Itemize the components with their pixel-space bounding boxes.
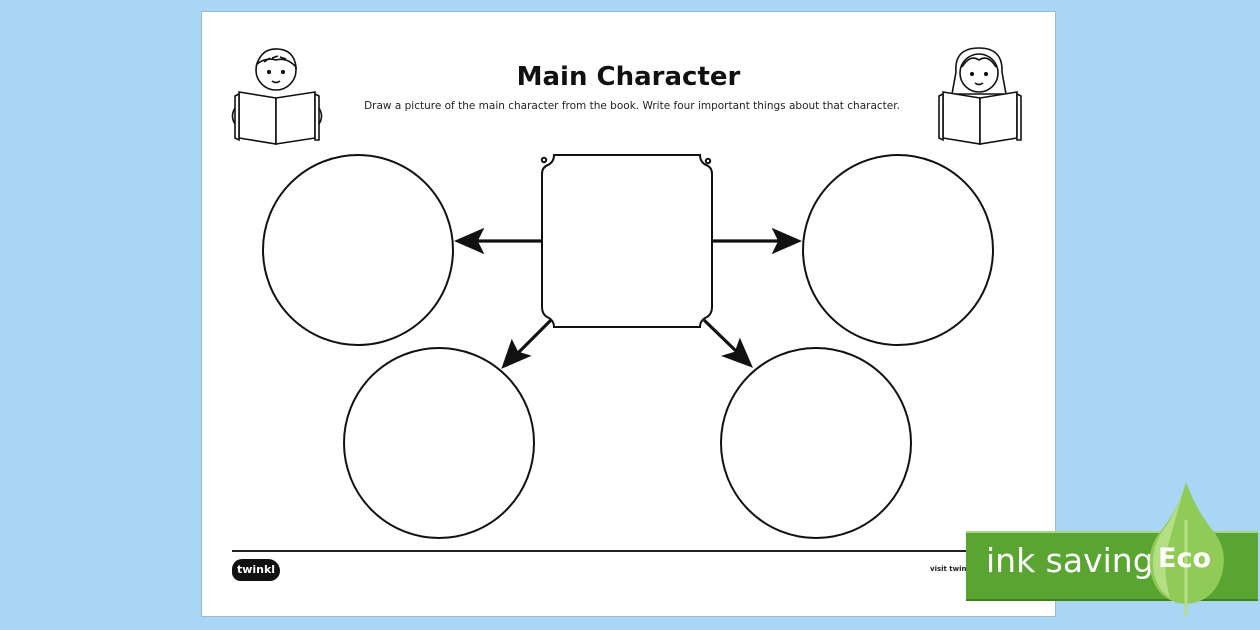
reading-boy-icon bbox=[231, 48, 323, 145]
trait-circle-bottom-left bbox=[343, 347, 535, 539]
worksheet: Main Character Draw a picture of the mai… bbox=[202, 12, 1055, 616]
character-diagram bbox=[231, 47, 1022, 539]
footer-divider bbox=[232, 550, 1027, 552]
character-picture-frame bbox=[540, 154, 713, 328]
instructions-text: Draw a picture of the main character fro… bbox=[364, 100, 900, 112]
reading-girl-icon bbox=[938, 47, 1022, 145]
trait-circle-right bbox=[802, 154, 994, 346]
trait-circle-bottom-right bbox=[720, 347, 912, 539]
leaf-drop-icon bbox=[1149, 482, 1224, 616]
visit-link-text: visit twin bbox=[930, 565, 967, 573]
page-title: Main Character bbox=[516, 62, 741, 92]
twinkl-logo: twinkl bbox=[232, 559, 280, 581]
ink-saving-label: ink saving bbox=[986, 541, 1154, 580]
arrow-icon bbox=[453, 227, 803, 369]
eco-label: Eco bbox=[1158, 543, 1211, 574]
trait-circle-left bbox=[262, 154, 454, 346]
